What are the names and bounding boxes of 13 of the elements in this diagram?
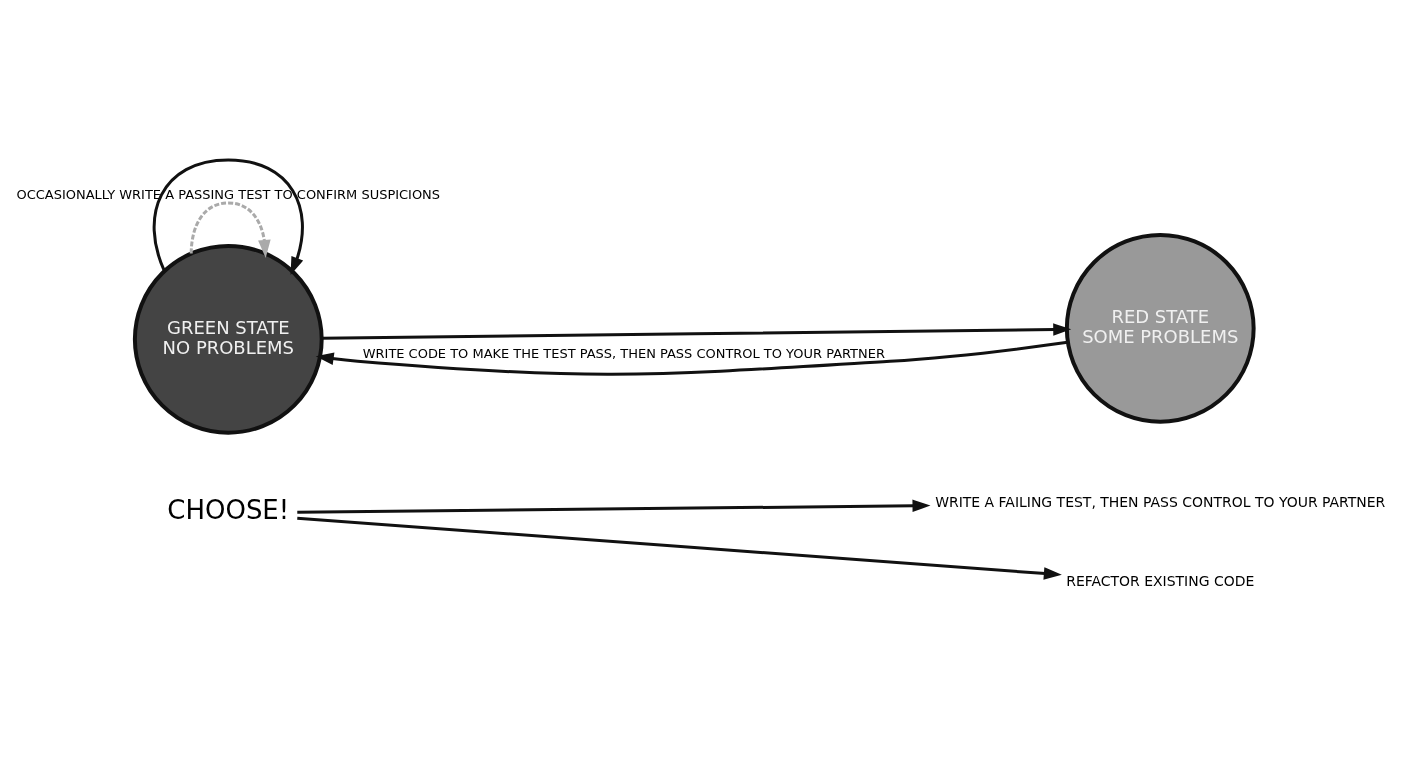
node-circle: GREEN STATE NO PROBLEMS [132,243,324,435]
arrow [315,340,1068,376]
node-text: WRITE A FAILING TEST, THEN PASS CONTROL TO YOUR PARTNER [935,493,1386,510]
node-circle: RED STATE SOME PROBLEMS [1064,232,1256,424]
arrow [152,158,304,275]
arrow [297,516,1062,580]
arrow [189,200,271,258]
arrow [297,498,931,514]
arrow [321,322,1072,340]
node-text: REFACTOR EXISTING CODE [1066,572,1255,589]
edge-label: OCCASIONALLY WRITE A PASSING TEST TO CONFIRM SUSPICIONS [16,186,441,202]
edge-label: WRITE CODE TO MAKE THE TEST PASS, THEN PASS CONTROL TO YOUR PARTNER [362,345,885,361]
node-text: CHOOSE! [167,494,290,525]
